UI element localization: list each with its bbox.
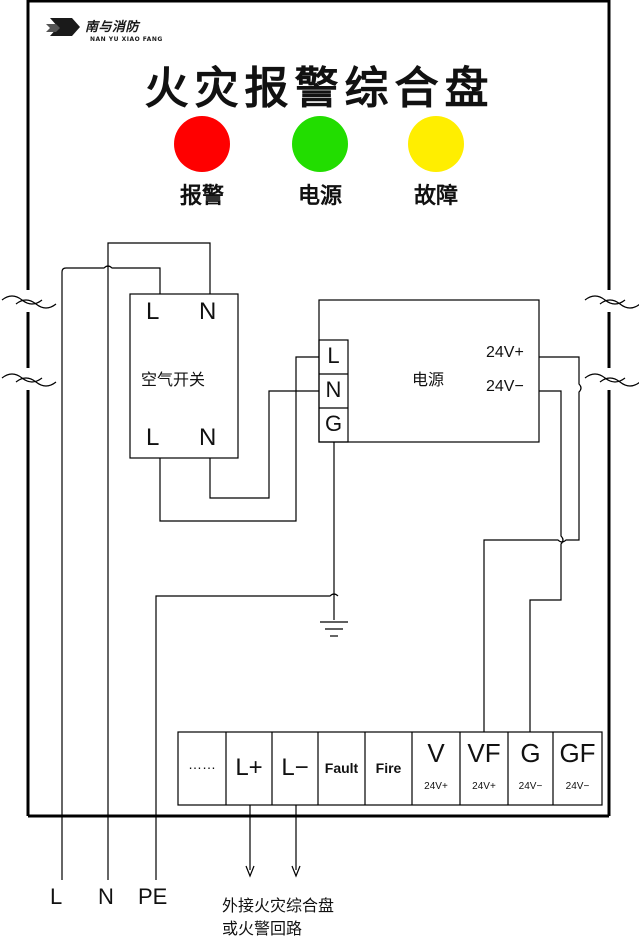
terminal-lplus: L+ [235,754,263,781]
psu-in-l: L [327,343,340,368]
lead-n-label: N [98,884,114,909]
psu-label: 电源 [412,370,445,389]
breaker-label: 空气开关 [141,370,206,389]
terminal-fire: Fire [375,760,402,776]
power-label: 电源 [297,184,342,209]
terminal-gf-sub: 24V− [565,781,590,792]
alarm-led [174,116,230,172]
lplus-arrow [245,865,255,878]
fault-led [408,116,464,172]
psu-in-n: N [325,377,342,402]
cabinet-outline [26,0,611,818]
terminal-vf-sub: 24V+ [472,781,496,792]
terminal-dividers [225,732,554,805]
breaker-top-l: L [146,298,160,325]
psu-out-pos: 24V+ [486,344,524,361]
lminus-arrow [291,865,301,878]
terminal-g: G [520,738,541,768]
power-led [292,116,348,172]
lead-l-label: L [50,884,63,909]
terminal-strip [177,731,603,806]
psu-out-neg: 24V− [486,378,524,395]
fault-label: 故障 [413,184,458,209]
terminal-g-sub: 24V− [518,781,543,792]
logo-mark [46,18,80,36]
logo-name: 南与消防 [85,20,140,35]
lead-pe-label: PE [138,884,168,909]
note-line-2: 或火警回路 [222,919,303,938]
wires [61,242,582,880]
break-marks [1,295,639,387]
alarm-label: 报警 [179,184,224,209]
psu-in-g: G [324,411,343,436]
terminal-vf: VF [467,738,501,768]
breaker-box [129,293,239,459]
page-title: 火灾报警综合盘 [144,63,495,114]
terminal-v: V [427,738,445,768]
terminal-v-sub: 24V+ [424,781,448,792]
breaker-bottom-l: L [146,424,160,451]
terminal-lminus: L− [281,754,309,781]
logo-tagline: NAN YU XIAO FANG [90,36,163,43]
terminal-fault: Fault [324,760,359,776]
ground-icon [320,621,348,637]
breaker-top-n: N [199,298,217,325]
breaker-bottom-n: N [199,424,217,451]
note-line-1: 外接火灾综合盘 [222,896,335,915]
terminal-gf: GF [559,738,596,768]
terminal-spare: …… [188,756,216,772]
